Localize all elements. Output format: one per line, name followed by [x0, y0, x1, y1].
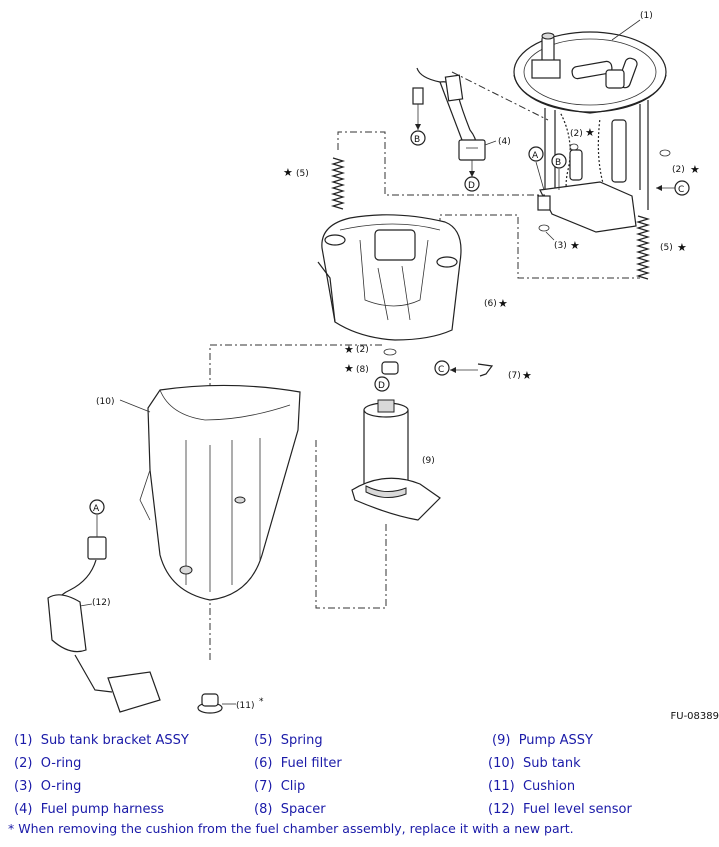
legend-item-4: (4) Fuel pump harness: [14, 802, 164, 817]
exploded-parts-diagram: (1) (2) ★ (2) ★ (3) ★ (5) ★ C A B (4) B …: [47, 11, 700, 714]
callout-5-right: (5): [660, 243, 673, 253]
star-7: ★: [522, 369, 532, 382]
legend-label: Pump ASSY: [518, 733, 593, 748]
callout-10: (10): [96, 397, 114, 407]
legend-item-1: (1) Sub tank bracket ASSY: [14, 733, 189, 748]
callout-4: (4): [498, 137, 511, 147]
callout-12: (12): [92, 598, 110, 608]
legend-num: (1): [14, 733, 33, 748]
legend-label: Fuel filter: [280, 756, 342, 771]
fuel-level-sensor: [47, 536, 161, 713]
legend-label: O-ring: [40, 779, 82, 794]
connector-c-upper: C: [678, 185, 684, 195]
connector-d-harness: D: [468, 181, 475, 191]
fuel-filter: [317, 214, 462, 341]
star-6: ★: [498, 297, 508, 310]
sub-tank: [139, 384, 301, 601]
pump-assy: [351, 399, 441, 521]
star-8: ★: [344, 362, 354, 375]
legend-label: Cushion: [522, 779, 576, 794]
legend-item-7: (7) Clip: [254, 779, 305, 794]
legend-num: (8): [254, 802, 273, 817]
legend-item-10: (10) Sub tank: [488, 756, 581, 771]
star-3: ★: [570, 239, 580, 252]
legend-label: Clip: [280, 779, 306, 794]
fuel-pump-harness: [412, 67, 486, 161]
star-2-right: ★: [690, 163, 700, 176]
callout-11: (11): [236, 701, 254, 711]
callout-9: (9): [422, 456, 435, 466]
legend-label: Sub tank bracket ASSY: [40, 733, 189, 748]
star-2-upper: ★: [585, 126, 595, 139]
legend-num: (2): [14, 756, 33, 771]
connector-b-bracket: B: [555, 158, 561, 168]
connector-a-bracket: A: [532, 151, 539, 161]
callout-2-upper: (2): [570, 129, 583, 139]
callout-7: (7): [508, 371, 521, 381]
connector-b-harness: B: [414, 135, 420, 145]
legend-item-5: (5) Spring: [254, 733, 323, 748]
legend-label: Spring: [280, 733, 323, 748]
legend-item-3: (3) O-ring: [14, 779, 81, 794]
connector-c-clip: C: [438, 365, 444, 375]
legend-label: O-ring: [40, 756, 82, 771]
star-2-lower: ★: [344, 343, 354, 356]
legend-num: (12): [488, 802, 515, 817]
callout-8: (8): [356, 365, 369, 375]
legend-label: Fuel level sensor: [522, 802, 632, 817]
legend-item-2: (2) O-ring: [14, 756, 81, 771]
callout-5-left: (5): [296, 169, 309, 179]
cushion: [197, 693, 223, 714]
legend-item-9: (9) Pump ASSY: [492, 733, 593, 748]
figure-code: FU-08389: [670, 711, 719, 722]
legend-label: Spacer: [280, 802, 326, 817]
callout-6: (6): [484, 299, 497, 309]
legend-label: Fuel pump harness: [40, 802, 165, 817]
spring-left: [330, 157, 346, 210]
callout-3: (3): [554, 241, 567, 251]
star-5-left: ★: [283, 166, 293, 179]
connector-a-sensor: A: [93, 504, 100, 514]
asterisk-11: *: [259, 697, 264, 707]
legend-num: (5): [254, 733, 273, 748]
legend-num: (4): [14, 802, 33, 817]
legend-item-6: (6) Fuel filter: [254, 756, 342, 771]
legend-num: (6): [254, 756, 273, 771]
sub-tank-bracket-assy: [513, 31, 667, 280]
callout-1: (1): [640, 11, 653, 21]
legend-num: (9): [492, 733, 511, 748]
legend-num: (11): [488, 779, 515, 794]
legend-label: Sub tank: [522, 756, 581, 771]
footnote: * When removing the cushion from the fue…: [8, 821, 574, 836]
legend-num: (3): [14, 779, 33, 794]
legend-item-12: (12) Fuel level sensor: [488, 802, 632, 817]
connector-d-pump: D: [378, 381, 385, 391]
legend-item-8: (8) Spacer: [254, 802, 326, 817]
legend-item-11: (11) Cushion: [488, 779, 575, 794]
callout-2-lower: (2): [356, 345, 369, 355]
parts-legend: (1) Sub tank bracket ASSY (2) O-ring (3)…: [0, 729, 719, 821]
callout-2-right: (2): [672, 165, 685, 175]
star-5-right: ★: [677, 241, 687, 254]
legend-num: (10): [488, 756, 515, 771]
legend-num: (7): [254, 779, 273, 794]
